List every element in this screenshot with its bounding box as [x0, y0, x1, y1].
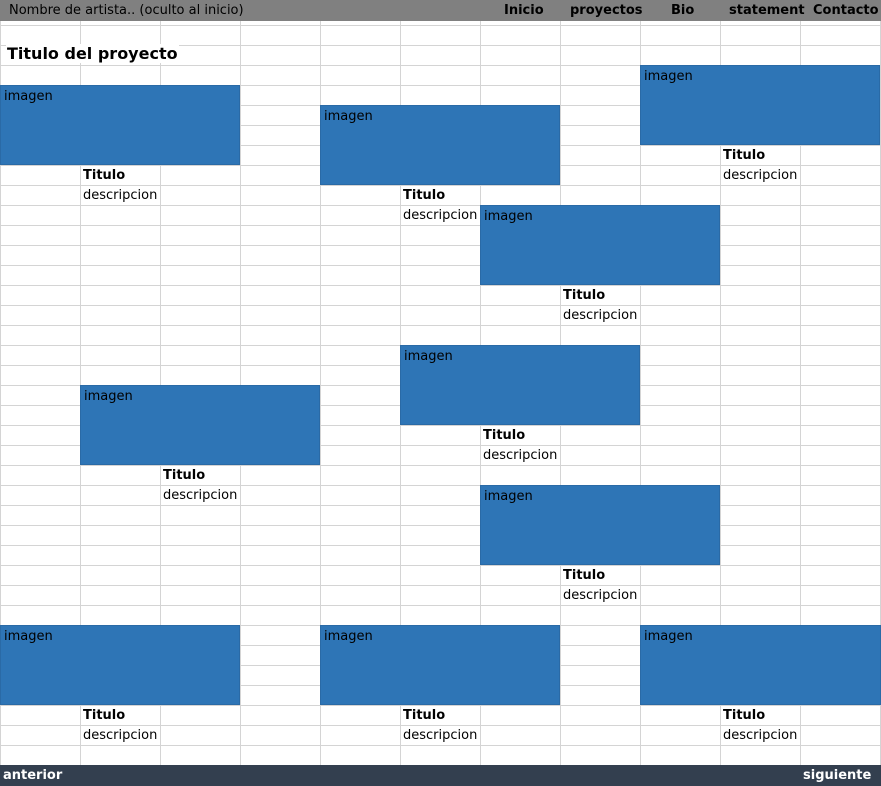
project-image[interactable]: imagen [400, 345, 640, 425]
project-description: descripcion [401, 208, 480, 223]
project-image[interactable]: imagen [640, 65, 880, 145]
next-link[interactable]: siguiente [803, 768, 872, 783]
project-description: descripcion [81, 188, 160, 203]
project-image[interactable]: imagen [320, 625, 560, 705]
image-placeholder-label: imagen [484, 489, 533, 504]
image-placeholder-label: imagen [644, 629, 693, 644]
project-title: Titulo [161, 468, 208, 483]
image-placeholder-label: imagen [4, 89, 53, 104]
project-description: descripcion [81, 728, 160, 743]
image-placeholder-label: imagen [404, 349, 453, 364]
project-description: descripcion [561, 588, 640, 603]
top-nav-bar: Nombre de artista.. (oculto al inicio) I… [0, 0, 881, 21]
project-image[interactable]: imagen [0, 625, 240, 705]
project-title: Titulo [81, 708, 128, 723]
image-placeholder-label: imagen [4, 629, 53, 644]
artist-name: Nombre de artista.. (oculto al inicio) [9, 3, 244, 18]
project-description: descripcion [561, 308, 640, 323]
previous-link[interactable]: anterior [3, 768, 63, 783]
pagination-bar: anterior siguiente [0, 765, 881, 786]
project-description: descripcion [721, 168, 800, 183]
project-image[interactable]: imagen [480, 485, 720, 565]
project-title: Titulo [561, 288, 608, 303]
project-title: Titulo [481, 428, 528, 443]
project-title: Titulo [721, 148, 768, 163]
project-description: descripcion [161, 488, 240, 503]
nav-inicio[interactable]: Inicio [504, 3, 544, 18]
image-placeholder-label: imagen [324, 629, 373, 644]
nav-statement[interactable]: statement [729, 3, 805, 18]
image-placeholder-label: imagen [644, 69, 693, 84]
project-title: Titulo [401, 188, 448, 203]
nav-contacto[interactable]: Contacto [813, 3, 879, 18]
project-image[interactable]: imagen [320, 105, 560, 185]
image-placeholder-label: imagen [324, 109, 373, 124]
project-title: Titulo [401, 708, 448, 723]
nav-proyectos[interactable]: proyectos [570, 3, 643, 18]
project-image[interactable]: imagen [80, 385, 320, 465]
project-description: descripcion [721, 728, 800, 743]
project-description: descripcion [401, 728, 480, 743]
project-title: Titulo [561, 568, 608, 583]
project-title: Titulo [81, 168, 128, 183]
image-placeholder-label: imagen [484, 209, 533, 224]
project-image[interactable]: imagen [480, 205, 720, 285]
image-placeholder-label: imagen [84, 389, 133, 404]
nav-bio[interactable]: Bio [671, 3, 695, 18]
project-image[interactable]: imagen [0, 85, 240, 165]
project-title: Titulo [721, 708, 768, 723]
project-image[interactable]: imagen [640, 625, 881, 705]
page-title: Titulo del proyecto [6, 44, 179, 63]
project-description: descripcion [481, 448, 560, 463]
